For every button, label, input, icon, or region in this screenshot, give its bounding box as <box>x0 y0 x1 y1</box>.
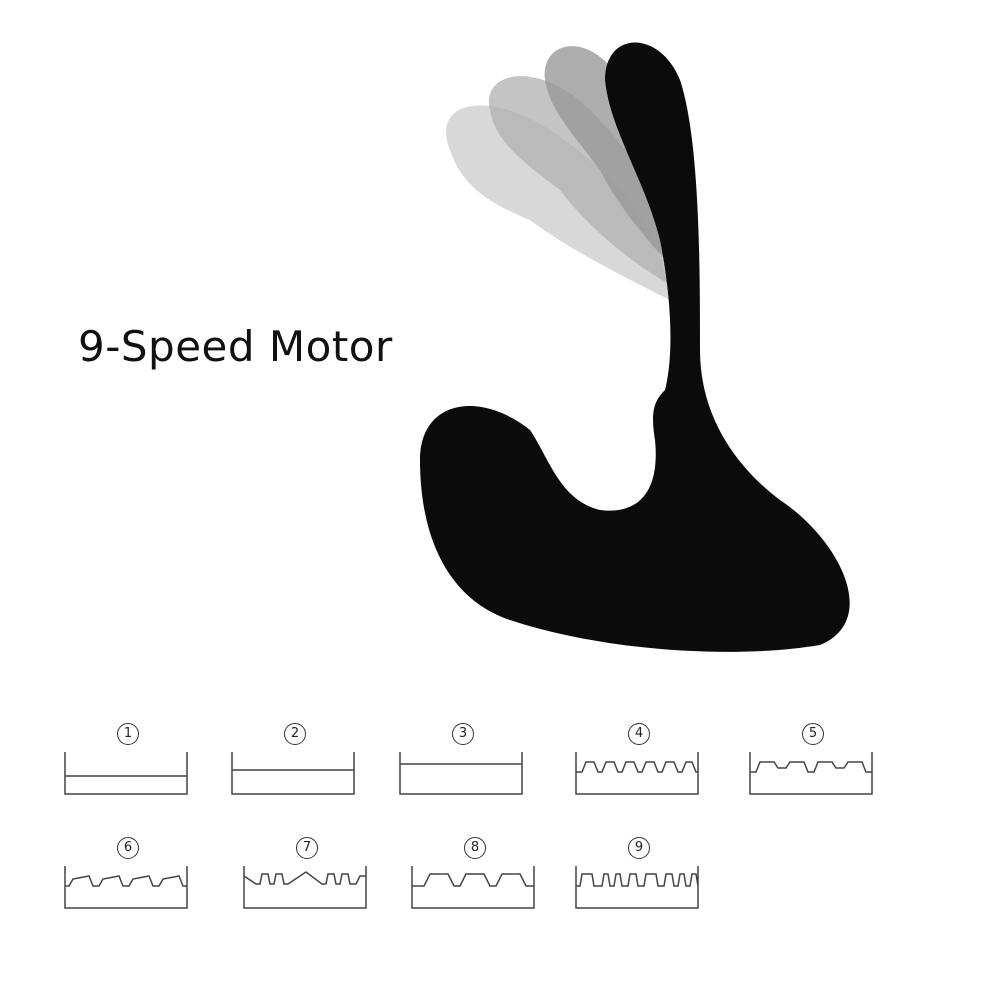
pattern-3: 3 <box>398 722 528 812</box>
pattern-6: 6 <box>63 836 193 926</box>
pattern-5: 5 <box>748 722 878 812</box>
device-icon <box>420 42 850 652</box>
title: 9-Speed Motor <box>78 322 393 371</box>
pattern-1: 1 <box>63 722 193 812</box>
pattern-7: 7 <box>242 836 372 926</box>
pattern-8: 8 <box>410 836 540 926</box>
pattern-2: 2 <box>230 722 360 812</box>
pattern-4: 4 <box>574 722 704 812</box>
pattern-9: 9 <box>574 836 704 926</box>
